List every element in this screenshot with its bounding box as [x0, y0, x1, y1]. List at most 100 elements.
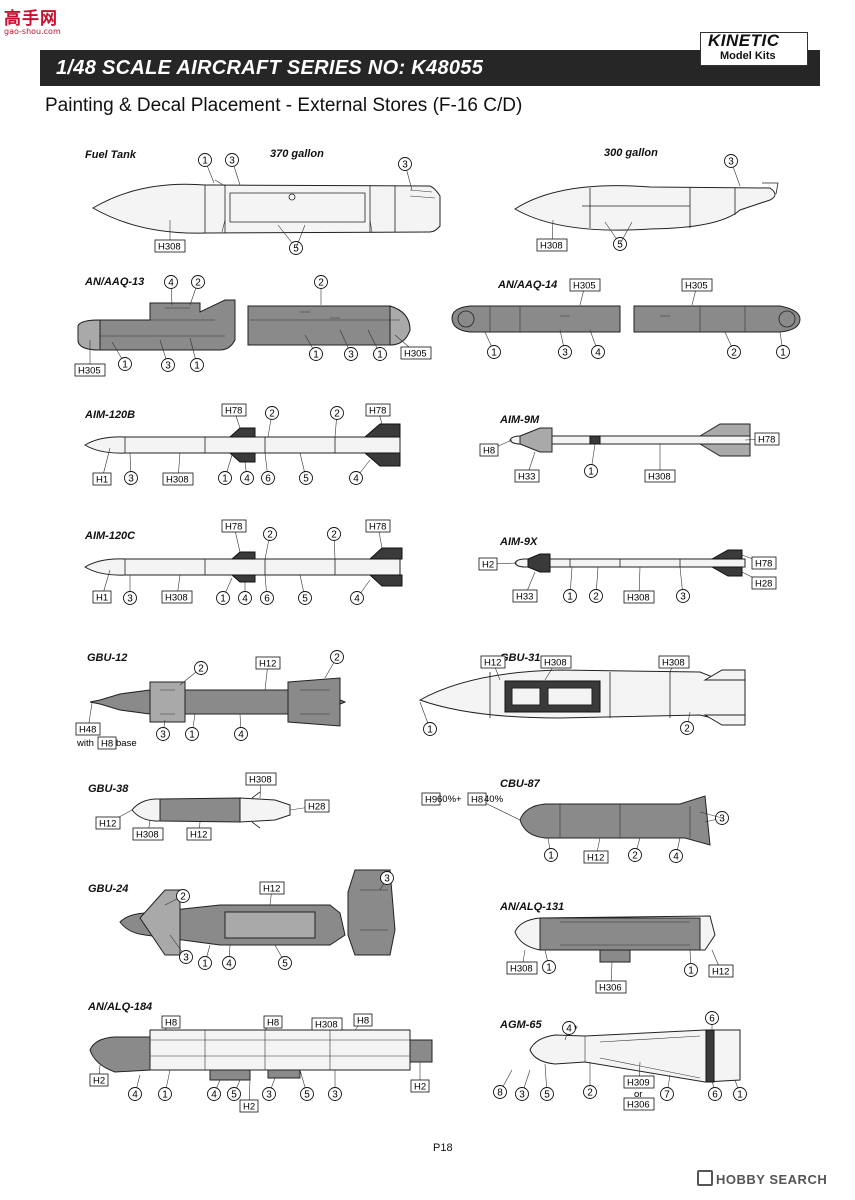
callout-n1: 1	[776, 345, 790, 359]
callout-n5: 5	[299, 471, 313, 485]
callout-number: 3	[183, 953, 189, 964]
color-code: H12	[263, 884, 280, 895]
gbu31-bomb	[418, 669, 746, 726]
color-code: H12	[259, 659, 276, 670]
callout-number: 1	[202, 959, 208, 970]
color-code: H2	[93, 1076, 105, 1087]
callout-number: 1	[189, 730, 195, 741]
color-label-H9: H9	[421, 792, 441, 806]
color-code: H78	[369, 406, 386, 417]
callout-n6: 6	[261, 471, 275, 485]
callout-n2: 2	[727, 345, 741, 359]
callout-number: 1	[427, 725, 433, 736]
color-label-H78: H78	[365, 519, 391, 533]
callout-number: 3	[229, 156, 235, 167]
callout-number: 1	[220, 594, 226, 605]
callout-number: 4	[242, 594, 248, 605]
callout-number: 2	[684, 724, 690, 735]
color-code: H1	[96, 475, 108, 486]
callout-n1: 1	[216, 591, 230, 605]
callout-n2: 2	[194, 661, 208, 675]
color-label-H309: H309	[623, 1075, 655, 1089]
callout-number: 6	[709, 1014, 715, 1025]
note-asterisk: *	[574, 1024, 578, 1035]
callout-n3: 3	[380, 871, 394, 885]
callout-number: 6	[712, 1090, 718, 1101]
callout-number: 3	[348, 350, 354, 361]
callout-n2: 2	[589, 589, 603, 603]
alq184-pod	[89, 1029, 433, 1081]
callout-number: 5	[293, 244, 299, 255]
color-label-H12: H12	[583, 850, 609, 864]
color-code: H12	[712, 967, 729, 978]
color-code: H308	[627, 593, 650, 604]
label-gbu24: GBU-24	[88, 883, 129, 895]
callout-n3: 3	[558, 345, 572, 359]
callout-n2: 2	[314, 275, 328, 289]
label-alq184: AN/ALQ-184	[88, 1001, 153, 1013]
color-label-H1: H1	[92, 472, 112, 486]
callout-number: 2	[267, 530, 273, 541]
label-aaq14: AN/AAQ-14	[498, 279, 558, 291]
color-code: H8	[165, 1018, 177, 1029]
callout-n4: 4	[128, 1087, 142, 1101]
callout-number: 2	[269, 409, 275, 420]
callout-n3: 3	[328, 1087, 342, 1101]
color-label-H308: H308	[132, 827, 164, 841]
callout-n1: 1	[684, 963, 698, 977]
callout-number: 8	[497, 1088, 503, 1099]
fuel-tank-300	[514, 182, 779, 231]
callout-n4: 4	[562, 1021, 576, 1035]
callout-n3: 3	[676, 589, 690, 603]
callout-number: 4	[168, 278, 174, 289]
callout-n4: 4	[234, 727, 248, 741]
callout-number: 3	[128, 474, 134, 485]
callout-number: 3	[160, 730, 166, 741]
callout-number: 1	[313, 350, 319, 361]
color-code: H8	[101, 739, 113, 750]
aaq13-pod	[77, 299, 411, 351]
color-label-H305: H305	[400, 346, 432, 360]
color-code: H305	[685, 281, 708, 292]
callout-n1: 1	[198, 153, 212, 167]
callout-n2: 2	[265, 406, 279, 420]
watermark-logo-text: 高手网	[4, 9, 58, 29]
color-label-H78: H78	[754, 432, 780, 446]
callout-n3: 3	[156, 727, 170, 741]
callout-number: 1	[202, 156, 208, 167]
color-label-H48: H48	[75, 722, 101, 736]
callout-number: 3	[402, 160, 408, 171]
callout-n4: 4	[164, 275, 178, 289]
label-gbu12: GBU-12	[87, 652, 128, 664]
callout-n3: 3	[398, 157, 412, 171]
color-label-H1: H1	[92, 590, 112, 604]
footer-watermark: HOBBY SEARCH	[697, 1170, 827, 1187]
callout-n8: 8	[493, 1085, 507, 1099]
color-label-H306: H306	[623, 1097, 655, 1111]
label-agm65: AGM-65	[500, 1019, 542, 1031]
label-370-gallon: 370 gallon	[270, 148, 324, 160]
callout-n5: 5	[278, 956, 292, 970]
watermark-logo: 高手网 gao-shou.com	[4, 4, 61, 36]
color-label-H308: H308	[154, 239, 186, 253]
color-label-H308: H308	[245, 772, 277, 786]
note-pct60: 60%+	[437, 794, 462, 805]
callout-n4: 4	[350, 591, 364, 605]
color-code: H9	[425, 795, 437, 806]
callout-n5: 5	[540, 1087, 554, 1101]
color-label-H308: H308	[161, 590, 193, 604]
color-code: H1	[96, 593, 108, 604]
callout-n2: 2	[330, 406, 344, 420]
color-code: H12	[587, 853, 604, 864]
callout-n1: 1	[198, 956, 212, 970]
color-label-H8: H8	[353, 1013, 373, 1027]
note-with: with	[76, 738, 94, 749]
watermark-url: gao-shou.com	[4, 27, 61, 36]
label-aim120b: AIM-120B	[85, 409, 136, 421]
callout-n7: 7	[660, 1087, 674, 1101]
callout-number: 4	[226, 959, 232, 970]
label-gbu31: GBU-31	[500, 652, 541, 664]
label-300-gallon: 300 gallon	[604, 147, 658, 159]
